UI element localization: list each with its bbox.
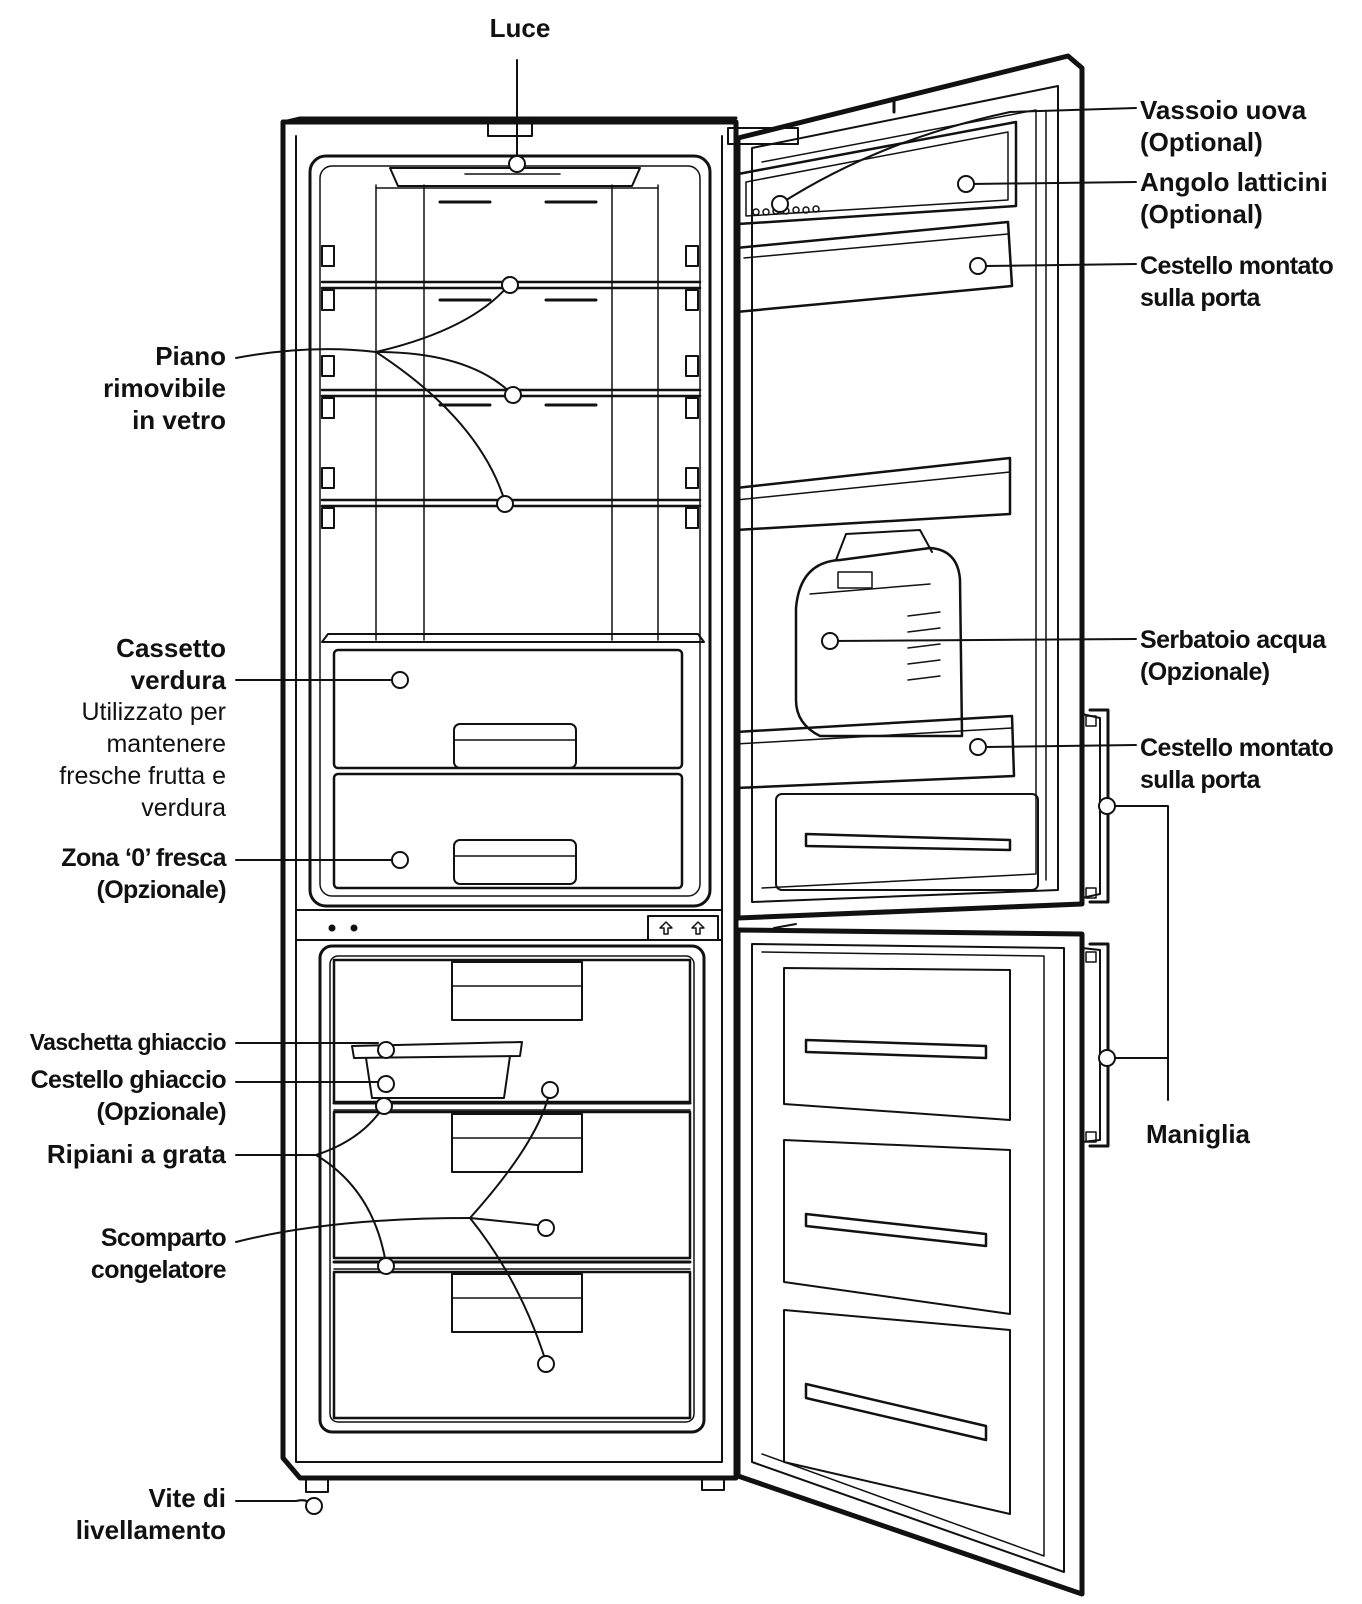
label-line: Scomparto (100, 1224, 227, 1252)
label-line: in vetro (132, 405, 226, 435)
label-line: mantenere (106, 730, 226, 758)
label-line: (Opzionale) (1140, 658, 1270, 686)
label-scomparto-congelatore: Scomparto congelatore (90, 1222, 227, 1286)
label-line: Ripiani a grata (46, 1139, 226, 1169)
label-line: Cestello ghiaccio (30, 1066, 227, 1094)
label-cassetto-verdura-desc: Utilizzato per mantenere fresche frutta … (59, 696, 226, 824)
label-line: fresche frutta e (59, 762, 226, 790)
label-cestello-porta-2: Cestello montato sulla porta (1140, 732, 1334, 796)
label-luce: Luce (440, 12, 600, 44)
label-line: (Opzionale) (96, 876, 226, 904)
label-piano-vetro: Piano rimovibile in vetro (103, 340, 226, 436)
label-line: Vite di (148, 1483, 226, 1513)
label-line: livellamento (75, 1515, 226, 1545)
label-line: sulla porta (1140, 284, 1260, 312)
label-line: Zona ‘0’ fresca (61, 844, 226, 872)
label-zona-fresca: Zona ‘0’ fresca (Opzionale) (61, 842, 226, 906)
label-line: Utilizzato per (81, 698, 227, 726)
label-line: sulla porta (1140, 766, 1260, 794)
label-line: (Optional) (1140, 127, 1263, 157)
label-luce-line: Luce (489, 13, 551, 43)
fridge-door (727, 53, 1110, 921)
label-line: verdura (130, 665, 226, 695)
label-line: Cestello montato (1140, 252, 1334, 280)
label-line: Maniglia (1146, 1119, 1251, 1149)
label-line: Vaschetta ghiaccio (29, 1029, 227, 1055)
label-line: Cestello montato (1140, 734, 1334, 762)
freezer-door (735, 923, 1110, 1597)
label-line: congelatore (90, 1256, 227, 1284)
label-cassetto-verdura: Cassetto verdura (116, 632, 226, 696)
label-vaschetta-ghiaccio: Vaschetta ghiaccio (29, 1026, 227, 1058)
label-serbatoio-acqua: Serbatoio acqua (Opzionale) (1140, 624, 1326, 688)
label-line: Piano (155, 341, 226, 371)
callout-dots (305, 155, 1116, 1515)
label-ripiani-grata: Ripiani a grata (47, 1138, 226, 1170)
label-vite-livellamento: Vite di livellamento (76, 1482, 226, 1546)
label-line: rimovibile (103, 373, 226, 403)
label-line: Cassetto (116, 633, 226, 663)
label-line: verdura (141, 794, 226, 822)
label-line: (Optional) (1140, 199, 1263, 229)
label-angolo-latticini: Angolo latticini (Optional) (1140, 166, 1328, 230)
label-line: Serbatoio acqua (1140, 626, 1326, 654)
label-line: Vassoio uova (1140, 95, 1307, 125)
label-vassoio-uova: Vassoio uova (Optional) (1140, 94, 1306, 158)
label-maniglia: Maniglia (1146, 1118, 1250, 1150)
label-cestello-porta-1: Cestello montato sulla porta (1140, 250, 1334, 314)
label-line: Angolo latticini (1140, 167, 1328, 197)
label-cestello-ghiaccio: Cestello ghiaccio (Opzionale) (30, 1064, 227, 1128)
cabinet-body (280, 116, 739, 1493)
label-line: (Opzionale) (96, 1098, 226, 1126)
